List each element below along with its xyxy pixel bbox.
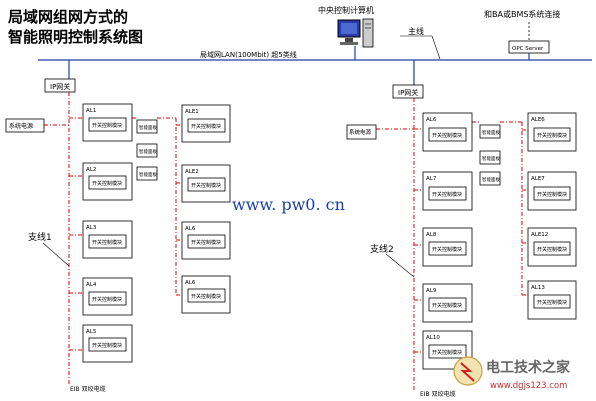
right-module-AL7: AL7 开关控制模块 (422, 171, 473, 211)
svg-text:AL9: AL9 (426, 288, 437, 294)
svg-text:AL1: AL1 (86, 108, 96, 114)
svg-text:AL6: AL6 (185, 280, 196, 286)
svg-text:开关控制模块: 开关控制模块 (191, 182, 221, 189)
svg-text:智能面板: 智能面板 (482, 155, 500, 162)
logo-text: 电工技术之家 (486, 359, 571, 376)
svg-text:开关控制模块: 开关控制模块 (92, 296, 122, 303)
svg-text:AL7: AL7 (426, 176, 437, 182)
svg-text:开关控制模块: 开关控制模块 (92, 122, 122, 129)
svg-text:智能面板: 智能面板 (139, 171, 157, 178)
ip-gateway-left (44, 78, 76, 93)
svg-text:开关控制模块: 开关控制模块 (432, 191, 462, 198)
left-right-module-AL6a: AL6 开关控制模块 (181, 221, 231, 260)
svg-text:开关控制模块: 开关控制模块 (537, 246, 567, 253)
branch2-label: 支线2 (370, 243, 394, 255)
site-logo: 电工技术之家 www.dgjs123.com (453, 356, 571, 391)
svg-text:ALE7: ALE7 (531, 176, 545, 182)
ip-gateway-right (392, 84, 424, 99)
right-right-module-ALE6: ALE6 开关控制模块 (527, 112, 577, 152)
svg-text:开关控制模块: 开关控制模块 (191, 123, 221, 130)
right-module-AL8: AL8 开关控制模块 (422, 227, 473, 267)
right-module-AL9: AL9 开关控制模块 (422, 283, 473, 323)
svg-text:开关控制模块: 开关控制模块 (92, 239, 122, 246)
svg-text:ALE12: ALE12 (531, 232, 548, 238)
left-module-AL1: AL1 开关控制模块 (82, 103, 133, 142)
right-module-AL10: AL10 开关控制模块 (422, 330, 473, 370)
svg-text:智能面板: 智能面板 (482, 176, 500, 183)
svg-text:开关控制模块: 开关控制模块 (432, 246, 462, 253)
title-line1: 局域网组网方式的 (7, 8, 128, 26)
eib-right-label: EIB 双绞电缆 (420, 390, 456, 398)
svg-text:智能面板: 智能面板 (482, 129, 500, 136)
svg-text:开关控制模块: 开关控制模块 (537, 299, 567, 306)
eib-left-label: EIB 双绞电缆 (70, 385, 106, 393)
svg-text:AL8: AL8 (426, 232, 437, 238)
computer-icon (337, 18, 374, 48)
svg-text:开关控制模块: 开关控制模块 (191, 239, 221, 246)
svg-text:开关控制模块: 开关控制模块 (92, 342, 122, 349)
right-module-AL6: AL6 开关控制模块 (422, 112, 473, 152)
left-right-module-AL6b: AL6 开关控制模块 (181, 275, 231, 314)
svg-text:智能面板: 智能面板 (139, 148, 157, 155)
power-source-left (5, 118, 45, 133)
svg-text:AL2: AL2 (86, 167, 96, 173)
svg-text:AL4: AL4 (86, 282, 97, 288)
svg-text:开关控制模块: 开关控制模块 (432, 132, 462, 139)
power-source-right-label: 系统电源 (349, 128, 372, 136)
svg-text:开关控制模块: 开关控制模块 (537, 191, 567, 198)
left-module-AL2: AL2 开关控制模块 (82, 162, 133, 201)
svg-text:开关控制模块: 开关控制模块 (92, 180, 122, 187)
svg-text:AL13: AL13 (531, 285, 545, 291)
right-right-module-ALE12: ALE12 开关控制模块 (527, 227, 577, 267)
branch1-label: 支线1 (28, 231, 52, 243)
svg-text:AL6: AL6 (185, 226, 196, 232)
right-right-module-AL13: AL13 开关控制模块 (527, 280, 577, 320)
lan-label: 局域网LAN(100Mbit) 超5类线 (200, 50, 297, 59)
bms-connection-label: 和BA或BMS系统连接 (484, 9, 560, 19)
main-line-label: 主线 (408, 26, 424, 36)
left-module-AL4: AL4 开关控制模块 (82, 277, 133, 316)
svg-text:开关控制模块: 开关控制模块 (432, 349, 462, 356)
ip-gateway-left-label: IP网关 (50, 82, 70, 91)
opc-server-label: OPC Server (512, 46, 544, 52)
svg-text:AL5: AL5 (86, 329, 97, 335)
svg-text:AL3: AL3 (86, 225, 97, 231)
power-source-left-label: 系统电源 (9, 122, 33, 130)
svg-text:开关控制模块: 开关控制模块 (537, 132, 567, 139)
logo-url: www.dgjs123.com (490, 381, 567, 391)
left-smart-panels: 智能面板 智能面板 智能面板 (136, 119, 157, 181)
right-smart-panels: 智能面板 智能面板 智能面板 (479, 124, 500, 186)
svg-text:ALE1: ALE1 (185, 109, 199, 115)
ip-gateway-right-label: IP网关 (398, 88, 418, 97)
right-right-module-ALE7: ALE7 开关控制模块 (527, 171, 577, 211)
svg-text:ALE2: ALE2 (185, 169, 199, 175)
power-source-right (346, 124, 377, 140)
svg-text:开关控制模块: 开关控制模块 (432, 302, 462, 309)
left-right-module-ALE2: ALE2 开关控制模块 (181, 164, 231, 203)
left-right-module-ALE1: ALE1 开关控制模块 (181, 104, 231, 143)
svg-text:AL6: AL6 (426, 117, 437, 123)
left-module-AL3: AL3 开关控制模块 (82, 220, 133, 259)
left-module-AL5: AL5 开关控制模块 (82, 324, 133, 363)
title-line2: 智能照明控制系统图 (8, 28, 143, 46)
watermark-url: www. pw0. cn (232, 195, 345, 214)
lightning-icon (460, 362, 475, 382)
central-computer-label: 中央控制计算机 (318, 5, 374, 15)
svg-text:开关控制模块: 开关控制模块 (191, 293, 221, 300)
svg-text:ALE6: ALE6 (531, 117, 545, 123)
svg-text:AL10: AL10 (426, 335, 440, 341)
svg-text:智能面板: 智能面板 (139, 124, 157, 131)
